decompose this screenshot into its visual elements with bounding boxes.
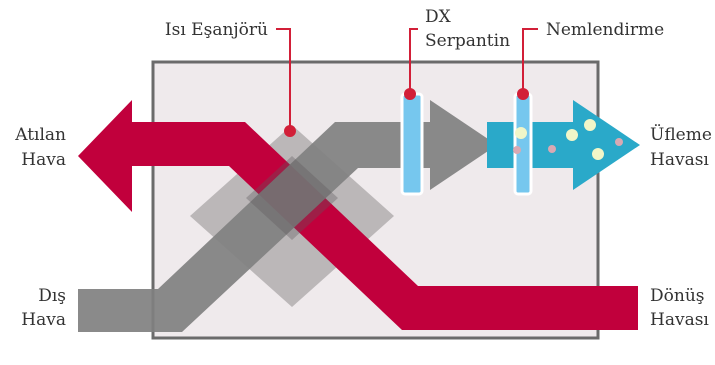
humidity-droplets [513,119,623,160]
heat-exchanger-leader [276,28,291,131]
return-air-label-line2: Havası [650,310,709,330]
leader-lines [276,28,538,131]
humidifier-leader [522,28,538,94]
return-air-label-line1: Dönüş [650,286,705,306]
heat-exchanger-overlap [246,156,338,240]
dx-coil [400,92,424,196]
exhaust-air-label-line2: Hava [21,150,66,170]
dx-coil-leader [409,28,418,94]
humidification-label: Nemlendirme [546,20,664,40]
droplet [513,146,521,154]
dx-coil-label-line1: DX [425,7,452,27]
heat-exchanger-label: Isı Eşanjörü [165,20,268,40]
dx-coil-label-line2: Serpantin [425,31,510,51]
supply-air-label-line2: Havası [650,150,709,170]
outdoor-air-label-line2: Hava [21,310,66,330]
supply-air-label-line1: Üfleme [650,124,712,145]
droplet [592,148,604,160]
droplet [584,119,596,131]
droplet [566,129,578,141]
droplet [515,127,527,139]
outdoor-air-label-line1: Dış [38,286,66,306]
heat-exchanger-marker [284,125,296,137]
humidifier-bar [513,92,533,196]
exhaust-air-arrow [78,100,638,330]
fresh-air-arrow [78,100,497,332]
droplet [548,145,556,153]
humidifier-marker [517,88,529,100]
exhaust-air-label-line1: Atılan [14,125,66,145]
dx-coil-marker [404,88,416,100]
droplet [615,138,623,146]
